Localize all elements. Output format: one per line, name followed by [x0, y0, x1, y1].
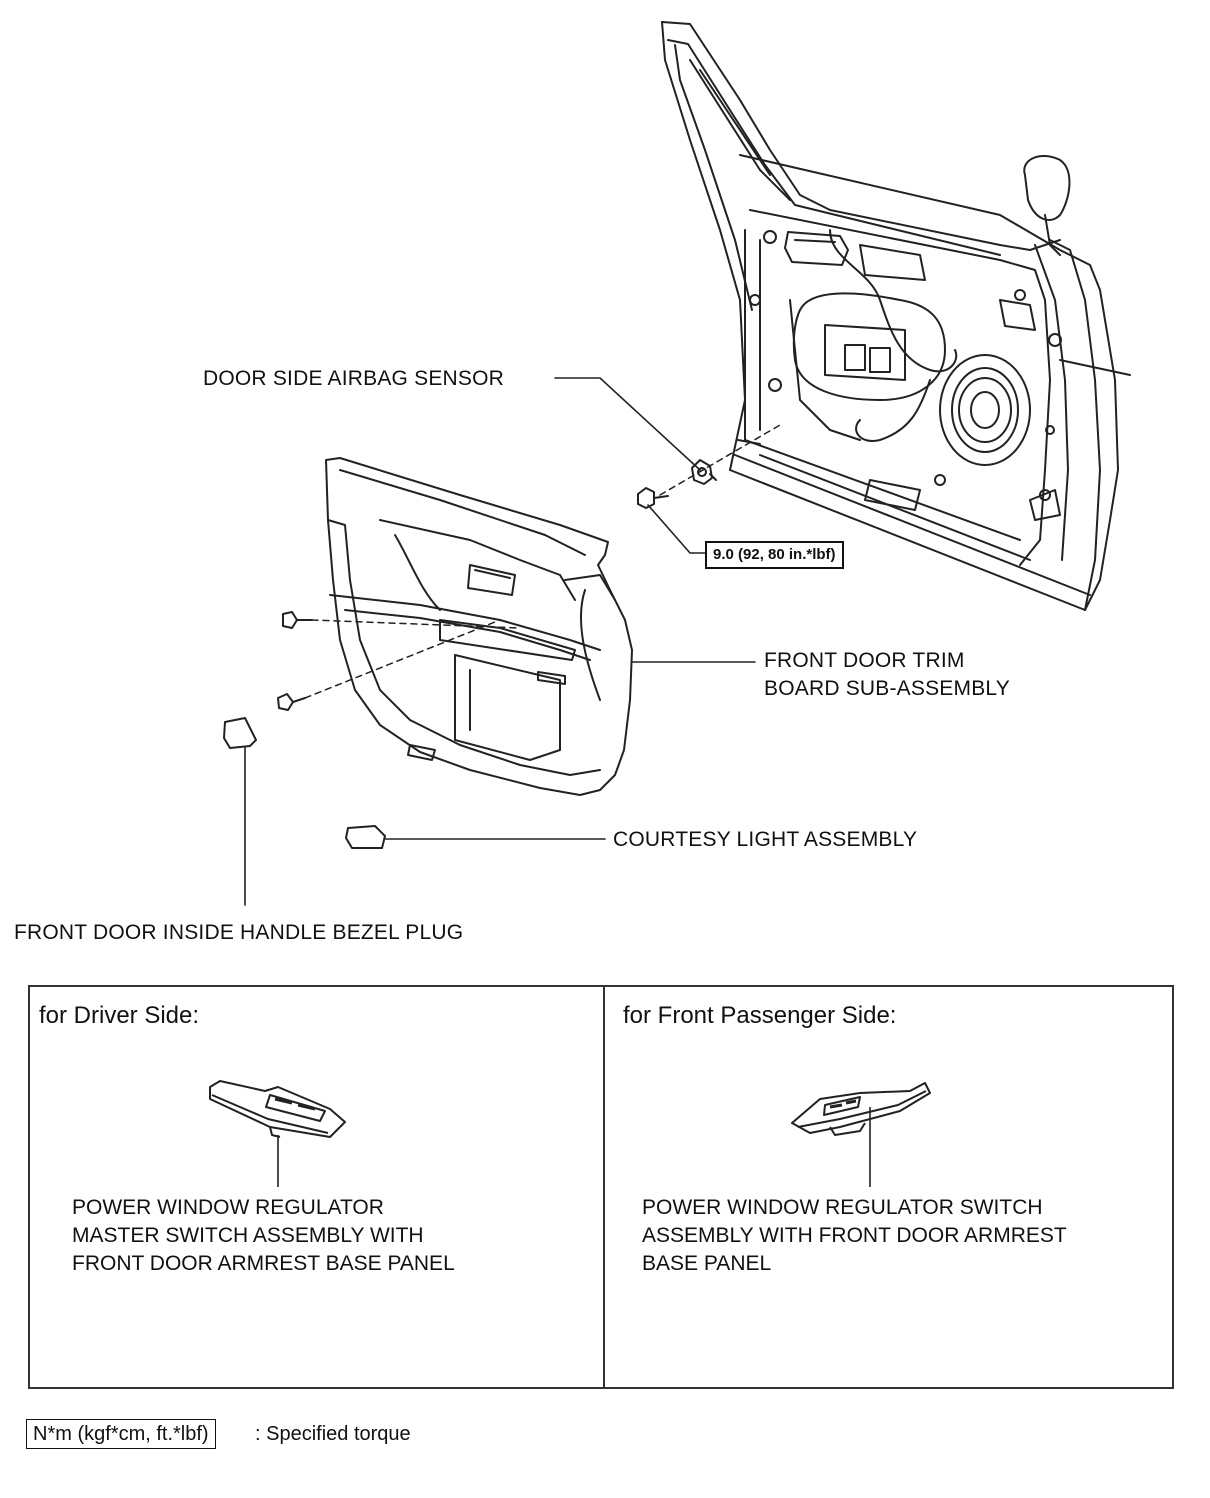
torque-legend-description: : Specified torque	[255, 1423, 411, 1445]
courtesy-light-illustration	[345, 825, 386, 849]
door-frame-illustration	[661, 21, 1131, 611]
trim-board-label-line2: BOARD SUB-ASSEMBLY	[764, 677, 1010, 700]
bezel-plug-label: FRONT DOOR INSIDE HANDLE BEZEL PLUG	[14, 921, 464, 944]
courtesy-light-label: COURTESY LIGHT ASSEMBLY	[613, 828, 918, 851]
variant-panels: for Driver Side: POWER WINDOW REGULATOR …	[28, 985, 1174, 1389]
trim-screw-illustration	[277, 611, 313, 711]
passenger-switch-illustration	[791, 1082, 931, 1187]
trim-board-label-line1: FRONT DOOR TRIM	[764, 649, 965, 672]
passenger-panel-line1: POWER WINDOW REGULATOR SWITCH	[642, 1196, 1043, 1219]
driver-switch-illustration	[209, 1080, 346, 1187]
driver-side-title: for Driver Side:	[39, 1002, 200, 1029]
driver-panel-line2: MASTER SWITCH ASSEMBLY WITH	[72, 1224, 424, 1247]
leader-torque	[647, 504, 706, 554]
driver-panel-line3: FRONT DOOR ARMREST BASE PANEL	[72, 1252, 455, 1275]
torque-value-box: 9.0 (92, 80 in.*lbf)	[705, 541, 844, 569]
panel-divider	[603, 987, 605, 1387]
passenger-panel-line3: BASE PANEL	[642, 1252, 772, 1275]
driver-panel-line1: POWER WINDOW REGULATOR	[72, 1196, 384, 1219]
passenger-side-title: for Front Passenger Side:	[623, 1002, 897, 1029]
airbag-sensor-label: DOOR SIDE AIRBAG SENSOR	[203, 367, 504, 390]
torque-bolt-illustration	[637, 487, 669, 509]
bezel-plug-illustration	[223, 717, 257, 749]
trim-board-illustration	[325, 457, 633, 796]
passenger-panel-line2: ASSEMBLY WITH FRONT DOOR ARMREST	[642, 1224, 1067, 1247]
leader-airbag	[554, 377, 701, 471]
torque-unit-legend-box: N*m (kgf*cm, ft.*lbf)	[26, 1419, 216, 1449]
exploded-diagram	[223, 21, 1131, 906]
